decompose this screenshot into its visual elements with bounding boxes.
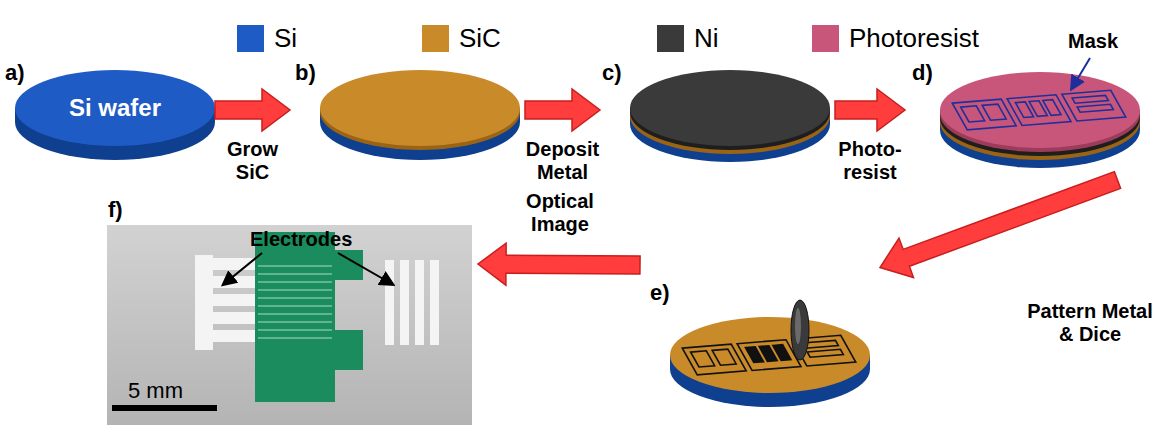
die-outline [737, 340, 801, 371]
panel-letter: c) [602, 60, 622, 86]
step-label: Photo- resist [832, 138, 908, 184]
step-label: Pattern Metal & Dice [1022, 300, 1158, 346]
electrode-pattern [691, 351, 715, 367]
wafer-top [670, 317, 870, 393]
electrode-bar [213, 330, 255, 342]
scale-label: 5 mm [128, 378, 183, 403]
finger [258, 314, 332, 315]
process-arrow [215, 89, 290, 131]
electrode-bar [213, 276, 255, 288]
finger [258, 298, 332, 299]
step-label: Grow SiC [215, 138, 290, 184]
leader-line [338, 253, 392, 284]
legend-swatch [657, 25, 684, 52]
finger [258, 274, 332, 275]
electrode-pattern [807, 349, 843, 357]
finger [258, 338, 332, 339]
panel-letter: f) [108, 197, 123, 223]
panel-letter: e) [650, 280, 670, 306]
panel-region: a) Si wafer [2, 55, 215, 165]
panel-region: b) [290, 55, 525, 165]
process-arrow [525, 89, 600, 131]
finger [258, 306, 332, 307]
leader-line [224, 253, 262, 284]
legend-swatch [237, 25, 264, 52]
finger [258, 266, 332, 267]
si-wafer [15, 70, 215, 160]
dicing-saw [791, 300, 809, 360]
mask-pattern [961, 106, 985, 122]
electrodes-label: Electrodes [250, 228, 352, 251]
electrode-pattern [712, 349, 736, 365]
electrode-bar [385, 260, 394, 345]
panel-region: e) [640, 250, 880, 425]
dicing-saw-highlight [795, 308, 801, 344]
sic-wafer [320, 70, 520, 160]
patterned-wafer [670, 300, 870, 407]
mask-window [952, 99, 1016, 130]
die-outline [682, 344, 746, 375]
mask-pattern [1077, 104, 1113, 112]
process-arrow [478, 243, 640, 285]
finger [258, 330, 332, 331]
mask-pattern [1043, 100, 1061, 116]
step-label: Deposit Metal [520, 138, 605, 184]
legend-swatch [812, 25, 839, 52]
metal-pattern [682, 335, 855, 375]
ni-wafer [630, 70, 830, 162]
legend-text: SiC [459, 23, 501, 53]
sensor-tab [335, 330, 363, 370]
finger [258, 322, 332, 323]
photomask [952, 90, 1125, 130]
mask-pattern [982, 104, 1006, 120]
electrode-bar [213, 294, 255, 306]
panel-letter: a) [5, 60, 25, 86]
legend-text: Si [274, 23, 297, 53]
wafer-top [15, 70, 215, 146]
wafer-label: Si wafer [69, 94, 161, 122]
electrode-pattern [773, 345, 791, 361]
photo-background [107, 225, 472, 425]
scale-bar [112, 405, 217, 411]
panel-region: d) [905, 55, 1155, 180]
finger [258, 290, 332, 291]
finger [258, 282, 332, 283]
process-arrow [835, 89, 905, 131]
electrode-bar [415, 260, 424, 345]
interdigitated-fingers [258, 266, 332, 338]
wafer-top [320, 70, 520, 146]
legend-text: Ni [694, 23, 719, 53]
panel-region: c) [600, 55, 835, 165]
wafer-top [630, 70, 830, 146]
process-arrow [880, 172, 1121, 278]
electrode-bar [400, 260, 409, 345]
sensor-area [255, 232, 335, 402]
electrode-bar [430, 260, 439, 345]
electrode-bar [213, 312, 255, 324]
mask-pattern [1072, 95, 1108, 103]
legend-text: Photoresist [849, 23, 979, 53]
photoresist-wafer [940, 58, 1140, 168]
mask-window [1007, 95, 1071, 126]
electrode-bus [195, 255, 213, 350]
panel-letter: d) [912, 60, 933, 86]
wafer-top [940, 72, 1140, 148]
legend-swatch [422, 25, 449, 52]
mask-label: Mask [1068, 30, 1118, 53]
optical-photo [107, 225, 472, 425]
panel-letter: b) [295, 60, 316, 86]
mask-pointer [1072, 58, 1090, 88]
step-label: Optical Image [505, 190, 615, 236]
mask-window [1062, 90, 1126, 121]
